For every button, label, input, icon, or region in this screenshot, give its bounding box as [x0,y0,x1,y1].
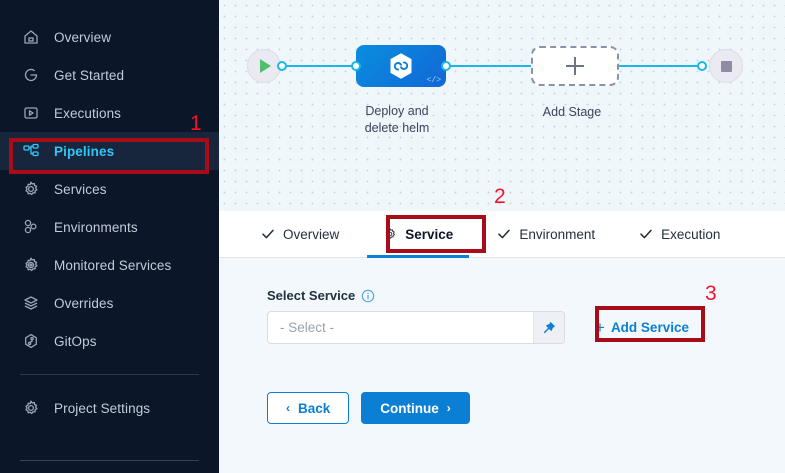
home-icon [22,28,40,46]
plus-icon [566,57,584,75]
continue-button-label: Continue [380,400,439,416]
pipeline-canvas[interactable]: </> Deploy and delete helm Add Stage [219,0,785,211]
check-icon [497,227,511,241]
select-service-input[interactable]: - Select - [267,311,565,344]
gitops-icon [22,332,40,350]
tab-label: Environment [519,226,596,242]
connector-dot [351,61,361,71]
form-buttons-row: ‹ Back Continue › [267,392,785,424]
back-button-label: Back [298,400,331,416]
pipeline-nodes-icon [22,142,40,160]
play-box-icon [22,104,40,122]
sidebar-item-pipelines[interactable]: Pipelines [0,132,219,170]
connector-dot [697,61,707,71]
tab-overview[interactable]: Overview [239,211,361,258]
select-service-row: - Select - + Add Service [267,311,785,344]
tab-label: Execution [661,226,721,242]
sidebar-item-project-settings[interactable]: Project Settings [0,389,219,427]
add-service-label: Add Service [610,320,689,335]
stage-label-line-2: delete helm [364,121,430,135]
connector-line [619,65,704,67]
main-area: </> Deploy and delete helm Add Stage [219,0,785,473]
pin-icon[interactable] [533,312,564,343]
tab-label: Service [405,226,454,242]
helm-hexagon-icon [388,52,414,80]
rocket-circle-icon [22,66,40,84]
stage-node-deploy-and-delete-helm[interactable]: </> [356,45,446,87]
select-service-label: Select Service [267,288,356,303]
select-service-label-row: Select Service [267,288,785,303]
stage-code-badge: </> [426,76,441,85]
sidebar-item-label: Get Started [54,67,125,83]
service-form-panel: Select Service - Select - [219,258,785,473]
info-icon[interactable] [361,289,375,303]
select-service-value: - Select - [280,320,335,335]
chevron-left-icon: ‹ [286,401,290,415]
sidebar-item-label: Services [54,181,107,197]
sidebar-item-label: Overview [54,29,112,45]
sidebar-item-label: GitOps [54,333,97,349]
sidebar-item-label: Environments [54,219,138,235]
sidebar-item-gitops[interactable]: GitOps [0,322,219,360]
environments-nodes-icon [22,218,40,236]
add-stage-label: Add Stage [542,105,602,119]
gear-icon [22,180,40,198]
check-icon [639,227,653,241]
sidebar-item-overview[interactable]: Overview [0,18,219,56]
stage-label-line-1: Deploy and [365,104,429,118]
stop-icon [720,60,732,72]
stage-node-label: Deploy and delete helm [332,103,462,137]
gear-icon [383,227,397,241]
play-icon [260,59,271,73]
connector-dot [277,61,287,71]
sidebar-item-label: Project Settings [54,400,151,416]
pipeline-start-node[interactable] [247,49,281,83]
back-button[interactable]: ‹ Back [267,392,350,424]
add-stage-node[interactable] [531,46,619,86]
sidebar-item-environments[interactable]: Environments [0,208,219,246]
sidebar-divider [20,374,199,375]
gear-icon [22,399,40,417]
chevron-right-icon: › [446,401,451,415]
continue-button[interactable]: Continue › [361,392,470,424]
sidebar-item-label: Monitored Services [54,257,172,273]
sidebar-item-label: Pipelines [54,143,115,159]
sidebar: Overview Get Started Executions [0,0,219,473]
sidebar-item-overrides[interactable]: Overrides [0,284,219,322]
connector-dot [441,61,451,71]
sidebar-item-get-started[interactable]: Get Started [0,56,219,94]
stage-tabs: Overview Service Environment [219,211,785,258]
monitored-gear-icon [22,256,40,274]
tab-environment[interactable]: Environment [475,211,617,258]
sidebar-item-label: Executions [54,105,122,121]
tab-execution[interactable]: Execution [617,211,742,258]
add-service-button[interactable]: + Add Service [595,319,689,336]
connector-line [264,65,374,67]
plus-icon: + [595,318,605,337]
tab-label: Overview [283,226,340,242]
check-icon [261,227,275,241]
sidebar-bottom-divider [20,460,199,461]
connector-line [429,65,534,67]
sidebar-item-label: Overrides [54,295,114,311]
sidebar-item-monitored-services[interactable]: Monitored Services [0,246,219,284]
layers-icon [22,294,40,312]
sidebar-item-services[interactable]: Services [0,170,219,208]
sidebar-item-executions[interactable]: Executions [0,94,219,132]
pipeline-end-node[interactable] [709,49,743,83]
tab-service[interactable]: Service [361,211,475,258]
